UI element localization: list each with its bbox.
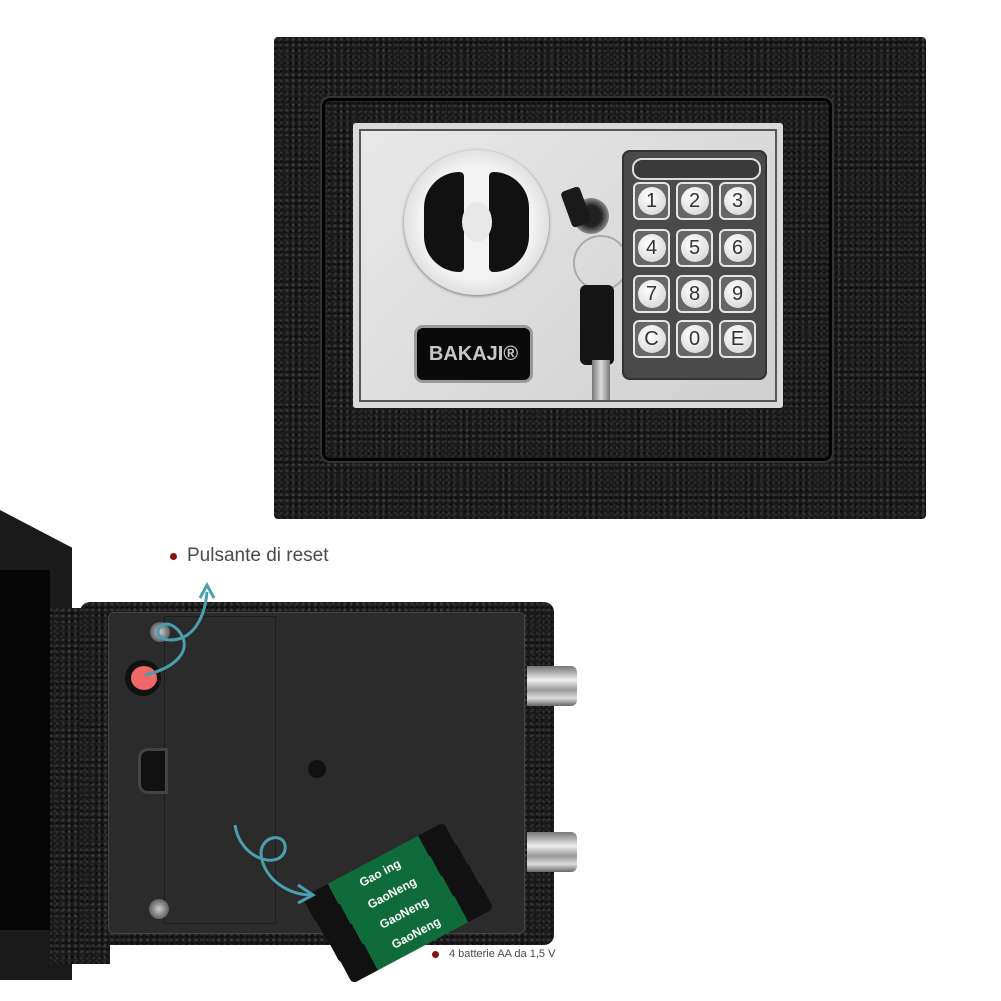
bullet-icon [170, 552, 177, 560]
knob-center [462, 202, 492, 242]
key-icon [580, 285, 614, 365]
key-2: 2 [678, 184, 711, 218]
key-8: 8 [678, 277, 711, 311]
handle-knob [404, 150, 549, 295]
key-3: 3 [721, 184, 754, 218]
knob-grip-left [424, 172, 464, 272]
locking-bolt-bottom [527, 832, 577, 872]
key-4: 4 [635, 231, 668, 265]
keypad-indicator-strip [632, 158, 761, 180]
reset-button-callout: Pulsante di reset [170, 545, 329, 567]
key-5: 5 [678, 231, 711, 265]
brand-logo: BAKAJI® [417, 328, 530, 380]
cover-latch [138, 748, 168, 794]
reset-button-red [131, 666, 157, 690]
callout-text: 4 batterie AA da 1,5 V [449, 948, 556, 960]
key-7: 7 [635, 277, 668, 311]
screw-icon [149, 899, 169, 919]
key-blade [592, 360, 610, 400]
key-0: 0 [678, 322, 711, 356]
locking-bolt-top [527, 666, 577, 706]
key-1: 1 [635, 184, 668, 218]
batteries-callout: 4 batterie AA da 1,5 V [432, 948, 555, 960]
key-clear: C [635, 322, 668, 356]
keypad: 1 2 3 4 5 6 7 8 9 C 0 E [622, 150, 767, 380]
safe-interior [0, 570, 50, 930]
bullet-icon [432, 950, 439, 958]
screw-icon [150, 622, 170, 642]
override-hole [308, 760, 326, 778]
key-enter: E [721, 322, 754, 356]
key-9: 9 [721, 277, 754, 311]
key-6: 6 [721, 231, 754, 265]
knob-grip-right [489, 172, 529, 272]
callout-text: Pulsante di reset [187, 545, 329, 566]
